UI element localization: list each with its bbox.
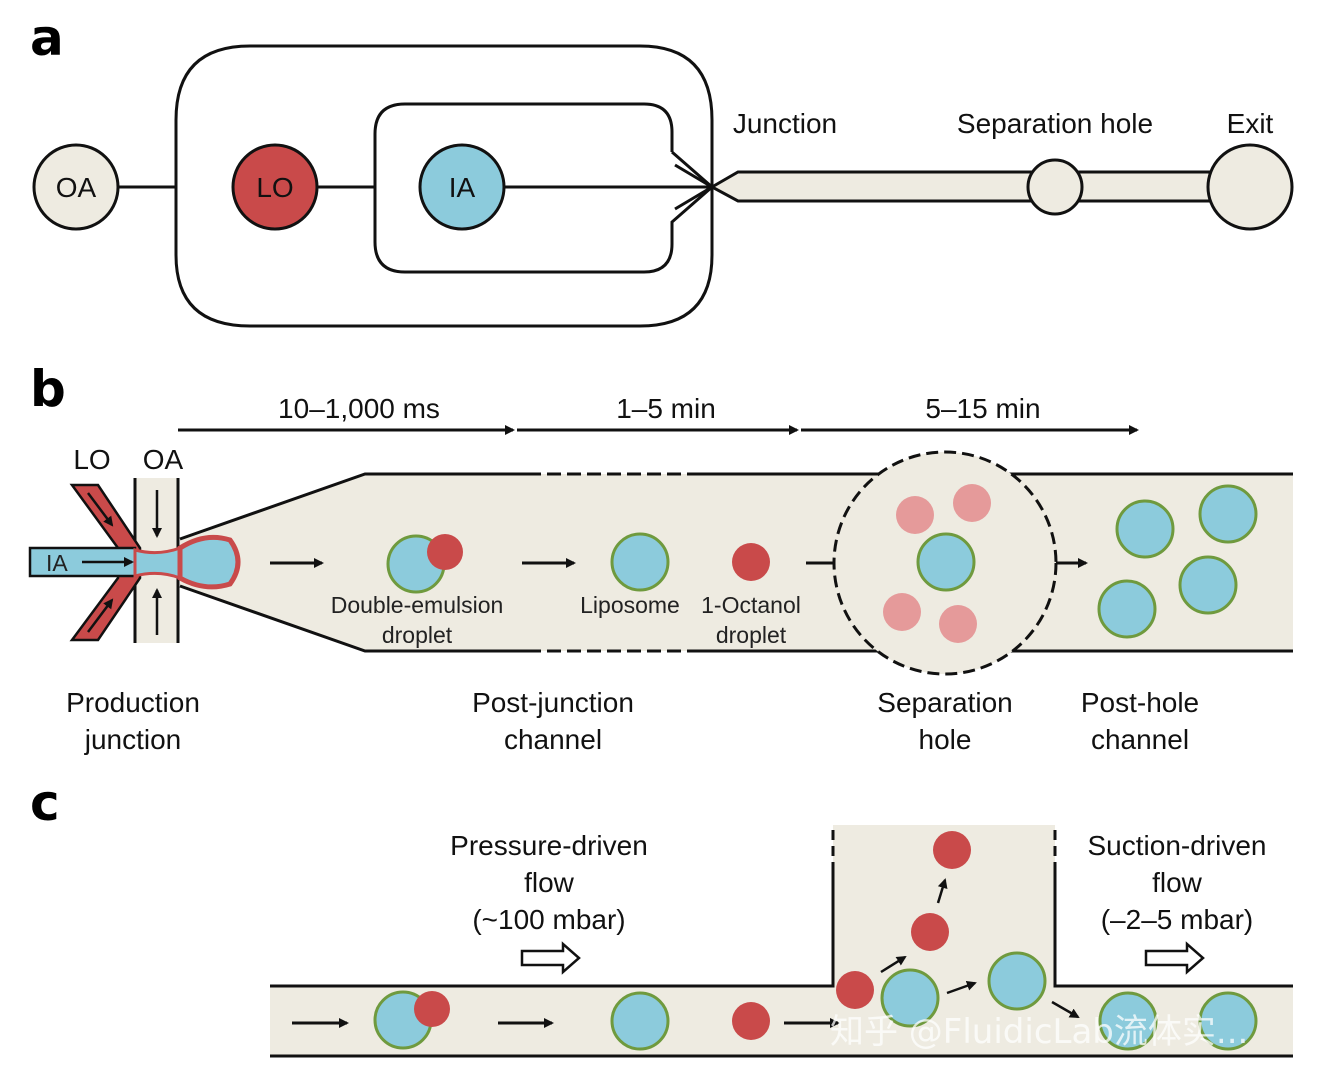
lo-flow-arrow-top	[87, 492, 114, 527]
flow-arrow	[1051, 1000, 1080, 1019]
lo-flow-arrow-bottom	[87, 598, 114, 633]
liposome	[916, 532, 976, 592]
channel-wall-right	[1053, 872, 1293, 988]
octanol-droplet	[836, 971, 874, 1009]
octanol-droplet	[732, 543, 770, 581]
liposome	[1115, 499, 1175, 559]
suction-label-3: (–2–5 mbar)	[1101, 904, 1254, 935]
oa-inlet-label: OA	[143, 444, 184, 475]
octanol-droplet-faded	[953, 484, 991, 522]
oa-node	[32, 143, 120, 231]
post-junction-label-1: Post-junction	[472, 687, 634, 718]
liposome	[1097, 579, 1157, 639]
ia-inlet-label: IA	[46, 550, 68, 576]
lo-channel-loop	[174, 44, 714, 328]
octanol-droplet-faded	[883, 593, 921, 631]
double-emulsion-octanol-cap	[414, 991, 450, 1027]
post-junction-label-2: channel	[504, 724, 602, 755]
liposome-label: Liposome	[580, 592, 680, 618]
timeline-label-3: 5–15 min	[925, 393, 1040, 424]
suction-label-1: Suction-driven	[1088, 830, 1267, 861]
lo-node	[231, 143, 319, 231]
flow-arrow	[946, 980, 977, 995]
octanol-droplet-faded	[939, 605, 977, 643]
panel-c-letter: c	[30, 774, 60, 832]
timeline-label-2: 1–5 min	[616, 393, 716, 424]
suction-open-arrow	[1144, 941, 1205, 975]
lo-node-label: LO	[256, 172, 293, 203]
separation-arrow	[936, 878, 948, 904]
octanol-label-2: droplet	[716, 622, 787, 648]
junction-label: Junction	[733, 108, 837, 139]
lo-inlet-label: LO	[73, 444, 110, 475]
channel-wall-left	[270, 872, 835, 988]
neck-flow	[133, 545, 182, 581]
liposome	[610, 991, 670, 1051]
pressure-label-1: Pressure-driven	[450, 830, 648, 861]
panel-a-letter: a	[30, 9, 64, 67]
forming-droplet	[177, 534, 241, 590]
octanol-droplet	[732, 1002, 770, 1040]
double-emulsion-label-1: Double-emulsion	[331, 592, 504, 618]
oa-node-label: OA	[56, 172, 97, 203]
exit-label: Exit	[1227, 108, 1274, 139]
liposome	[987, 951, 1047, 1011]
watermark: 知乎 @FluidicLab流体实...	[830, 1012, 1248, 1052]
production-junction-label-1: Production	[66, 687, 200, 718]
separation-hole-region-label-2: hole	[919, 724, 972, 755]
panel-b-letter: b	[30, 360, 66, 418]
pressure-open-arrow	[520, 941, 581, 975]
pressure-label-2: flow	[524, 867, 575, 898]
octanol-droplet	[933, 831, 971, 869]
exit-node	[1206, 143, 1294, 231]
timeline-label-1: 10–1,000 ms	[278, 393, 440, 424]
channel-bottom-wall-1	[179, 584, 527, 653]
octanol-label-1: 1-Octanol	[701, 592, 801, 618]
liposome	[1178, 555, 1238, 615]
post-hole-label-2: channel	[1091, 724, 1189, 755]
liposome	[1098, 991, 1158, 1051]
separation-hole-label: Separation hole	[957, 108, 1153, 139]
separation-hole-region-label-1: Separation	[877, 687, 1012, 718]
double-emulsion-label-2: droplet	[382, 622, 453, 648]
separation-arrow	[880, 955, 907, 974]
exit-channel	[708, 170, 1212, 203]
double-emulsion-octanol-cap	[427, 534, 463, 570]
ia-channel-loop	[373, 102, 715, 274]
liposome	[880, 968, 940, 1028]
junction-lines	[674, 163, 713, 211]
octanol-droplet	[911, 913, 949, 951]
ia-node-label: IA	[449, 172, 476, 203]
channel-top-wall-1	[179, 472, 527, 541]
ia-node	[418, 143, 506, 231]
separation-hole-node	[1026, 158, 1084, 216]
suction-label-2: flow	[1152, 867, 1203, 898]
liposome	[1198, 991, 1258, 1051]
liposome	[1198, 484, 1258, 544]
liposome	[610, 532, 670, 592]
post-hole-label-1: Post-hole	[1081, 687, 1199, 718]
pressure-label-3: (~100 mbar)	[472, 904, 625, 935]
production-junction-label-2: junction	[84, 724, 182, 755]
octanol-droplet-faded	[896, 496, 934, 534]
